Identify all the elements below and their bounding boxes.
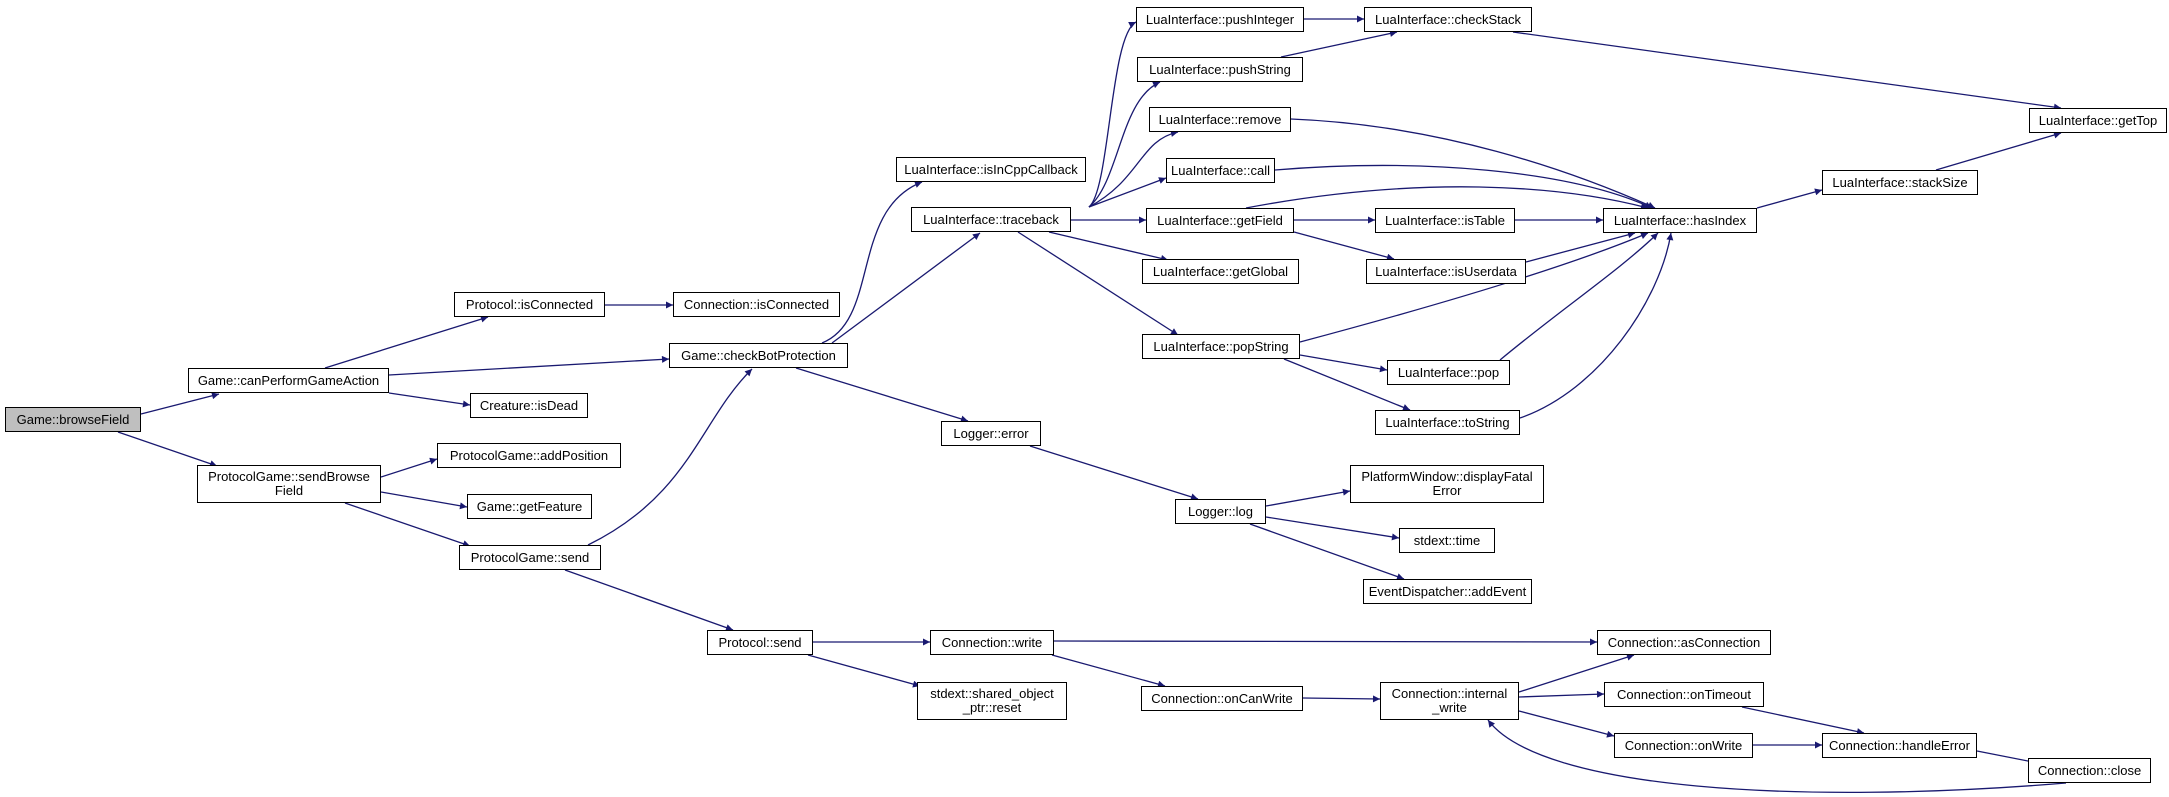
node-game-browsefield[interactable]: Game::browseField bbox=[5, 407, 141, 432]
edge-browseField-canPerformGameAction bbox=[140, 392, 220, 415]
node-luainterface-stacksize[interactable]: LuaInterface::stackSize bbox=[1822, 170, 1978, 195]
edge-handleError-close bbox=[1976, 750, 2039, 766]
node-protocol-isconnected[interactable]: Protocol::isConnected bbox=[454, 292, 605, 317]
edge-popString-hasIndex bbox=[1299, 232, 1649, 343]
edge-stackSize-getTop bbox=[1935, 131, 2062, 171]
edge-canPerformGameAction-creatureIsDead bbox=[388, 392, 471, 408]
edge-connectionWrite-onCanWrite bbox=[1051, 654, 1166, 688]
edge-call-hasIndex bbox=[1274, 164, 1653, 209]
edge-connectionWrite-asConnection bbox=[1053, 638, 1598, 646]
node-connection-oncanwrite[interactable]: Connection::onCanWrite bbox=[1141, 686, 1303, 711]
node-luainterface-pushstring[interactable]: LuaInterface::pushString bbox=[1137, 57, 1303, 82]
edge-sendBrowseField-getFeature bbox=[380, 491, 468, 510]
edge-loggerError-loggerLog bbox=[1029, 445, 1199, 501]
node-connection-close[interactable]: Connection::close bbox=[2028, 758, 2151, 783]
edge-internalWrite-onTimeout bbox=[1518, 690, 1605, 698]
node-luainterface-tostring[interactable]: LuaInterface::toString bbox=[1375, 410, 1520, 435]
edge-checkBotProtection-loggerError bbox=[795, 367, 969, 423]
edge-checkStack-getTop bbox=[1512, 31, 2062, 111]
edge-close-internalWrite bbox=[1487, 719, 2067, 794]
node-logger-log[interactable]: Logger::log bbox=[1175, 499, 1266, 524]
edge-checkBotProtection-traceback bbox=[831, 232, 981, 344]
edge-canPerformGameAction-protocolIsConnected bbox=[324, 315, 489, 369]
edge-isUserdata-hasIndex bbox=[1525, 231, 1636, 263]
edge-sendBrowseField-protocolGameSend bbox=[344, 502, 471, 548]
edge-onTimeout-handleError bbox=[1741, 706, 1865, 735]
node-game-getfeature[interactable]: Game::getFeature bbox=[467, 494, 592, 519]
node-luainterface-istable[interactable]: LuaInterface::isTable bbox=[1375, 208, 1515, 233]
edge-popString-pop bbox=[1299, 354, 1388, 373]
edge-hasIndex-stackSize bbox=[1756, 188, 1823, 209]
edge-remove-hasIndex bbox=[1290, 118, 1656, 209]
edge-getField-isUserdata bbox=[1293, 231, 1395, 261]
edge-canPerformGameAction-checkBotProtection bbox=[388, 355, 670, 376]
node-luainterface-isincppcallback[interactable]: LuaInterface::isInCppCallback bbox=[896, 157, 1086, 182]
node-protocolgame-sendbrowsefield[interactable]: ProtocolGame::sendBrowse Field bbox=[197, 465, 381, 503]
edge-protocolSend-sharedReset bbox=[807, 654, 921, 688]
edge-popString-toString bbox=[1283, 358, 1411, 411]
node-stdext-time[interactable]: stdext::time bbox=[1399, 528, 1495, 553]
edge-protocolGameSend-protocolSend bbox=[564, 569, 734, 631]
node-connection-isconnected[interactable]: Connection::isConnected bbox=[673, 292, 840, 317]
edge-loggerLog-stdextTime bbox=[1265, 516, 1400, 541]
node-luainterface-hasindex[interactable]: LuaInterface::hasIndex bbox=[1603, 208, 1757, 233]
node-luainterface-pushinteger[interactable]: LuaInterface::pushInteger bbox=[1136, 7, 1304, 32]
edge-loggerLog-addEvent bbox=[1249, 523, 1405, 580]
node-luainterface-checkstack[interactable]: LuaInterface::checkStack bbox=[1364, 7, 1532, 32]
node-logger-error[interactable]: Logger::error bbox=[941, 421, 1041, 446]
node-luainterface-call[interactable]: LuaInterface::call bbox=[1166, 158, 1275, 183]
node-connection-onwrite[interactable]: Connection::onWrite bbox=[1614, 733, 1753, 758]
edge-internalWrite-asConnection bbox=[1518, 653, 1635, 693]
edge-pop-hasIndex bbox=[1499, 232, 1659, 361]
node-connection-handleerror[interactable]: Connection::handleError bbox=[1822, 733, 1977, 758]
node-eventdispatcher-addevent[interactable]: EventDispatcher::addEvent bbox=[1363, 579, 1532, 604]
node-connection-internalwrite[interactable]: Connection::internal _write bbox=[1380, 682, 1519, 720]
edge-traceback-popString bbox=[1017, 231, 1179, 336]
edge-toString-hasIndex bbox=[1519, 232, 1674, 419]
edge-traceback-call bbox=[1088, 177, 1167, 208]
node-luainterface-getglobal[interactable]: LuaInterface::getGlobal bbox=[1142, 259, 1299, 284]
edge-browseField-sendBrowseField bbox=[117, 431, 218, 468]
edge-onCanWrite-internalWrite bbox=[1302, 695, 1381, 703]
edge-pushString-checkStack bbox=[1280, 30, 1398, 58]
node-luainterface-pop[interactable]: LuaInterface::pop bbox=[1387, 360, 1510, 385]
node-creature-isdead[interactable]: Creature::isDead bbox=[470, 393, 588, 418]
node-luainterface-getfield[interactable]: LuaInterface::getField bbox=[1146, 208, 1294, 233]
edge-traceback-remove bbox=[1088, 130, 1179, 208]
node-connection-asconnection[interactable]: Connection::asConnection bbox=[1597, 630, 1771, 655]
node-connection-write[interactable]: Connection::write bbox=[930, 630, 1054, 655]
node-luainterface-remove[interactable]: LuaInterface::remove bbox=[1149, 107, 1291, 132]
node-luainterface-isuserdata[interactable]: LuaInterface::isUserdata bbox=[1366, 259, 1526, 284]
node-platformwindow-displayfatalerror[interactable]: PlatformWindow::displayFatal Error bbox=[1350, 465, 1544, 503]
node-game-checkbotprotection[interactable]: Game::checkBotProtection bbox=[669, 343, 848, 368]
edge-traceback-pushInteger bbox=[1088, 21, 1137, 208]
node-stdext-sharedobjectptr-reset[interactable]: stdext::shared_object _ptr::reset bbox=[917, 682, 1067, 720]
edge-getField-hasIndex bbox=[1245, 186, 1649, 210]
edge-protocolGameSend-checkBotProtection bbox=[587, 368, 753, 546]
edge-traceback-getGlobal bbox=[1048, 231, 1169, 262]
edge-traceback-pushString bbox=[1088, 81, 1161, 208]
node-luainterface-popstring[interactable]: LuaInterface::popString bbox=[1142, 334, 1300, 359]
node-luainterface-traceback[interactable]: LuaInterface::traceback bbox=[911, 207, 1071, 232]
edge-internalWrite-onWrite bbox=[1518, 710, 1615, 738]
node-protocol-send[interactable]: Protocol::send bbox=[707, 630, 813, 655]
edge-checkBotProtection-isInCppCallback bbox=[821, 181, 923, 344]
node-protocolgame-send[interactable]: ProtocolGame::send bbox=[459, 545, 601, 570]
edge-sendBrowseField-addPosition bbox=[380, 457, 438, 478]
node-game-canperformgameaction[interactable]: Game::canPerformGameAction bbox=[188, 368, 389, 393]
node-luainterface-gettop[interactable]: LuaInterface::getTop bbox=[2029, 108, 2167, 133]
node-connection-ontimeout[interactable]: Connection::onTimeout bbox=[1604, 682, 1764, 707]
edge-loggerLog-displayFatalError bbox=[1265, 488, 1351, 507]
node-protocolgame-addposition[interactable]: ProtocolGame::addPosition bbox=[437, 443, 621, 468]
